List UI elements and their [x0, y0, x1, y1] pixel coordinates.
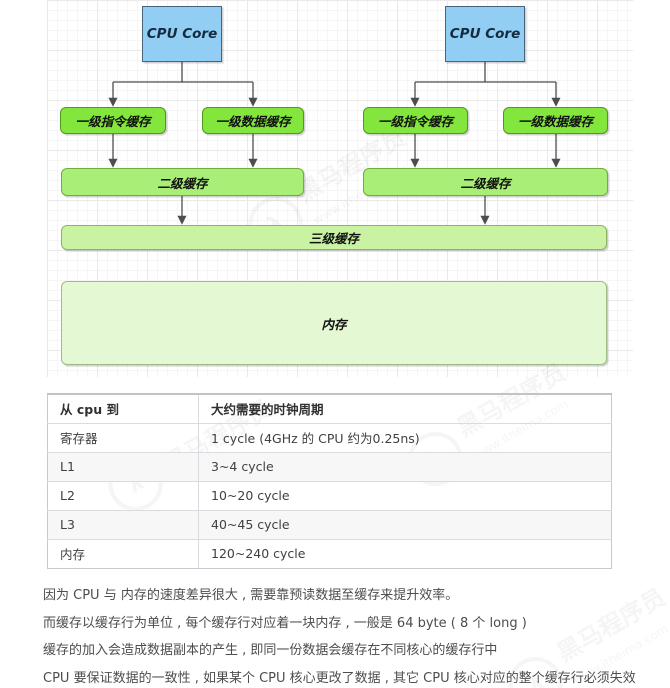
cell-target: L2: [47, 480, 199, 511]
table-row: 寄存器 1 cycle (4GHz 的 CPU 约为0.25ns): [47, 422, 612, 453]
l3-cache: 三级缓存: [61, 225, 607, 250]
cell-target: 内存: [47, 538, 199, 569]
table-row: L3 40~45 cycle: [47, 509, 612, 540]
cell-latency: 1 cycle (4GHz 的 CPU 约为0.25ns): [198, 422, 612, 453]
latency-table: 从 cpu 到 大约需要的时钟周期 寄存器 1 cycle (4GHz 的 CP…: [47, 393, 612, 569]
cpu-core-box-right: CPU Core: [445, 6, 525, 62]
cell-latency: 10~20 cycle: [198, 480, 612, 511]
note-paragraph: 缓存的加入会造成数据副本的产生 , 即同一份数据会缓存在不同核心的缓存行中: [43, 643, 498, 658]
table-header-row: 从 cpu 到 大约需要的时钟周期: [47, 393, 612, 424]
note-paragraph: CPU 要保证数据的一致性 , 如果某个 CPU 核心更改了数据 , 其它 CP…: [43, 670, 636, 686]
cache-hierarchy-diagram: λ 黑马程序员 www.itheima.com: [47, 0, 633, 377]
cell-latency: 40~45 cycle: [198, 509, 612, 540]
cell-target: 寄存器: [47, 422, 199, 453]
l2-cache-left: 二级缓存: [61, 168, 304, 196]
column-header-from-cpu: 从 cpu 到: [47, 393, 199, 424]
cell-latency: 120~240 cycle: [198, 538, 612, 569]
l2-cache-right: 二级缓存: [363, 168, 608, 196]
table-row: L2 10~20 cycle: [47, 480, 612, 511]
note-paragraph: 因为 CPU 与 内存的速度差异很大 , 需要靠预读数据至缓存来提升效率。: [43, 588, 459, 603]
memory-box: 内存: [61, 281, 607, 365]
cell-target: L3: [47, 509, 199, 540]
l1-data-cache-right: 一级数据缓存: [503, 107, 608, 134]
cell-latency: 3~4 cycle: [198, 451, 612, 482]
l1-data-cache-left: 一级数据缓存: [202, 107, 304, 134]
l1-instruction-cache-left: 一级指令缓存: [60, 107, 166, 134]
notes-section: 因为 CPU 与 内存的速度差异很大 , 需要靠预读数据至缓存来提升效率。 而缓…: [43, 589, 643, 688]
column-header-cycles: 大约需要的时钟周期: [198, 393, 612, 424]
l1-instruction-cache-right: 一级指令缓存: [363, 107, 468, 134]
cpu-core-box-left: CPU Core: [142, 6, 222, 62]
cell-target: L1: [47, 451, 199, 482]
note-paragraph: 而缓存以缓存行为单位 , 每个缓存行对应着一块内存 , 一般是 64 byte …: [43, 615, 527, 631]
table-row: L1 3~4 cycle: [47, 451, 612, 482]
table-row: 内存 120~240 cycle: [47, 538, 612, 569]
